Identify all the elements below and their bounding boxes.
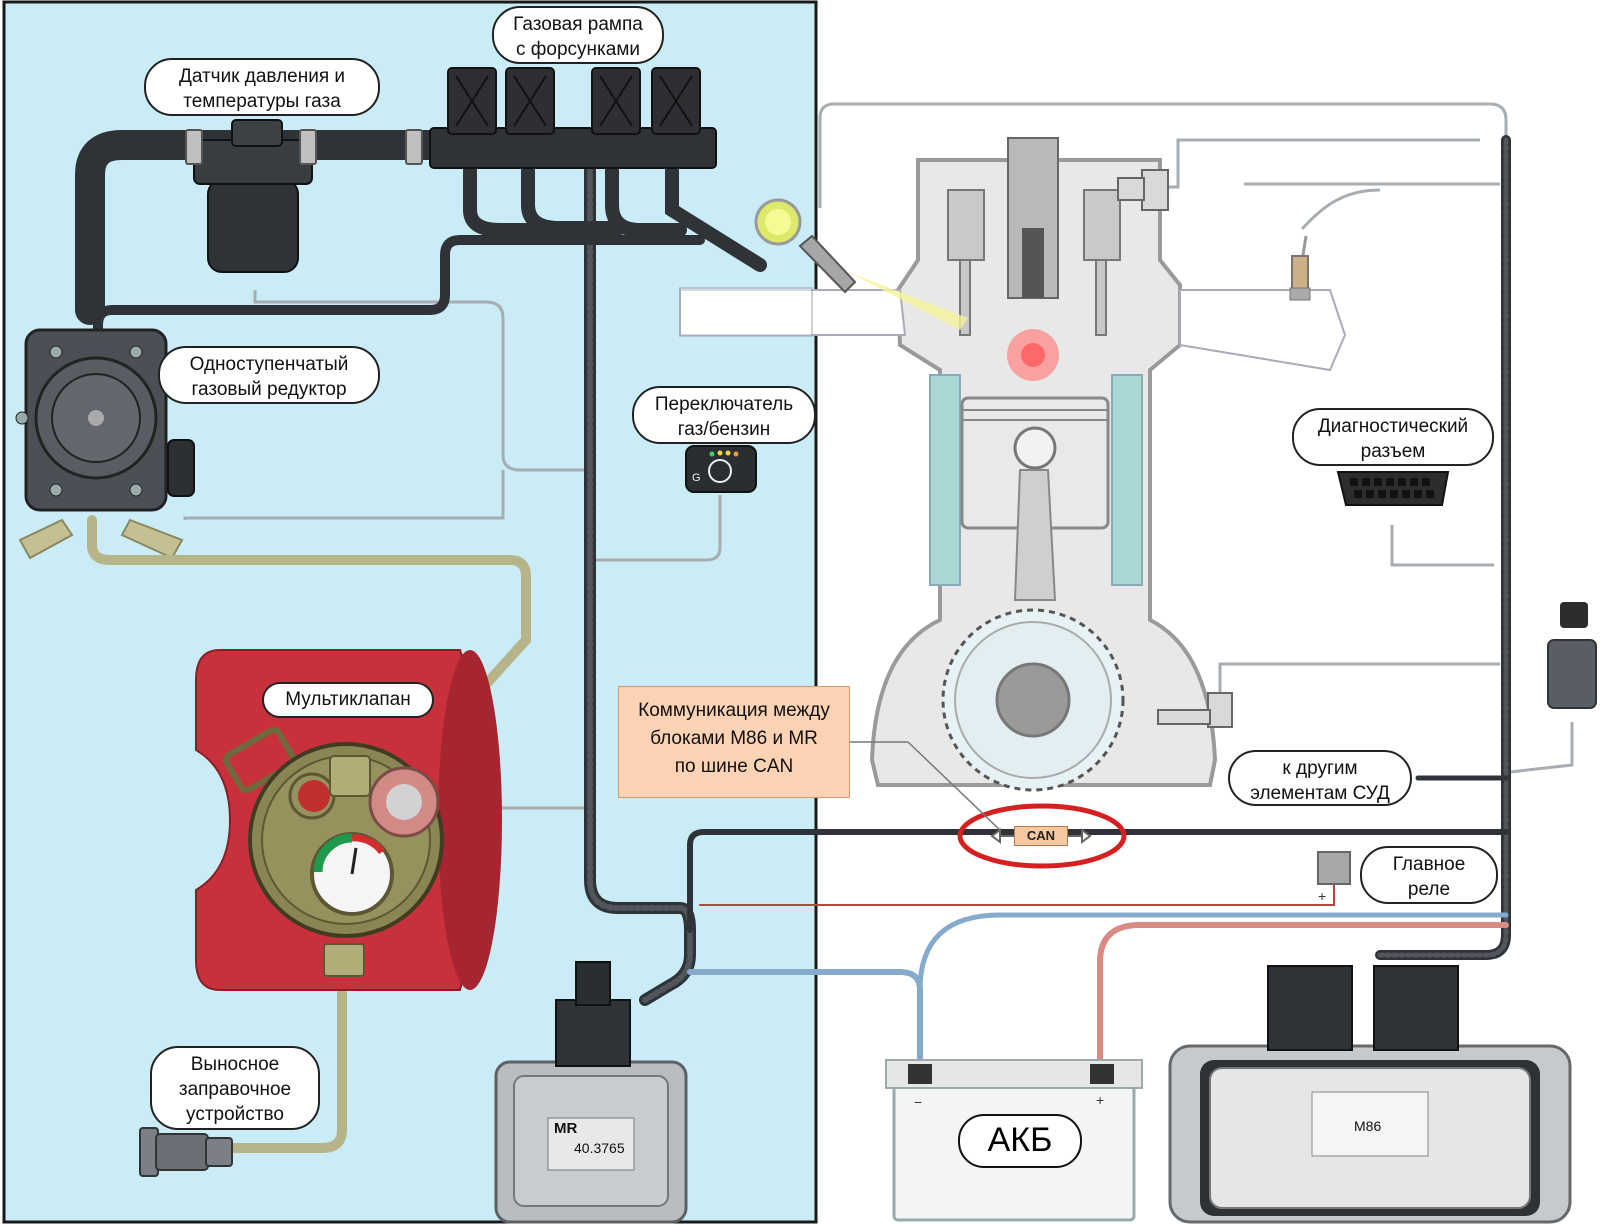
lambda-sensor-icon — [1289, 235, 1311, 301]
main-harness — [584, 135, 1511, 1006]
label-other-elements: к другим элементам СУД — [1228, 750, 1412, 806]
can-ellipse — [957, 803, 1127, 869]
can-chip: CAN — [1014, 826, 1068, 846]
petrol-injector-icon — [754, 198, 857, 294]
valve-left — [947, 189, 985, 336]
crank-wheel-icon — [941, 608, 1125, 792]
label-multivalve: Мультиклапан — [262, 682, 434, 718]
filter-icon — [193, 119, 313, 273]
filler-valve-icon — [139, 1127, 233, 1177]
label-filler: Выносное заправочное устройство — [150, 1046, 320, 1130]
switch-letter: G — [692, 472, 701, 484]
label-gas-rail: Газовая рампа с форсунками — [492, 6, 664, 64]
intake-manifold-left — [679, 287, 813, 337]
ecu-m86-title: M86 — [1354, 1118, 1382, 1134]
battery-minus-sign: − — [914, 1094, 923, 1110]
relay-icon — [1317, 851, 1351, 885]
ecu-mr-title: MR — [554, 1120, 578, 1137]
piston-icon — [960, 396, 1110, 601]
label-diagnostic-connector: Диагностический разъем — [1292, 408, 1494, 466]
ecu-mr-code: 40.3765 — [574, 1140, 625, 1156]
relay-plus-sign: + — [1318, 888, 1327, 904]
battery-label: АКБ — [958, 1114, 1082, 1168]
power-wires — [687, 879, 1509, 1073]
ecu-mr-icon — [494, 961, 688, 1224]
injector-rail-icon — [429, 67, 717, 169]
switch-icon — [685, 445, 757, 493]
ecu-m86-icon — [1168, 965, 1572, 1224]
label-main-relay: Главное реле — [1360, 846, 1498, 904]
camshaft-sensor-icon — [1117, 169, 1169, 211]
label-switch: Переключатель газ/бензин — [632, 386, 816, 444]
label-can-communication: Коммуникация между блоками М86 и MR по ш… — [618, 686, 850, 798]
label-reducer: Одноступенчатый газовый редуктор — [158, 346, 380, 404]
label-pressure-sensor: Датчик давления и температуры газа — [144, 58, 380, 116]
fuel-pump-module-icon — [1547, 602, 1597, 709]
pressure-sensor-icon — [185, 129, 423, 165]
reducer-icon — [15, 328, 195, 560]
crankshaft-sensor-icon — [1157, 692, 1233, 728]
can-leader-line-2 — [907, 741, 1001, 831]
battery-plus-sign: + — [1096, 1092, 1105, 1108]
gas-zone-background — [2, 0, 818, 1224]
multivalve-icon — [223, 726, 444, 977]
feed-hoses — [87, 515, 531, 1153]
valve-right — [1083, 189, 1121, 336]
obd-connector-icon — [1336, 471, 1450, 506]
gas-hoses — [75, 130, 767, 345]
